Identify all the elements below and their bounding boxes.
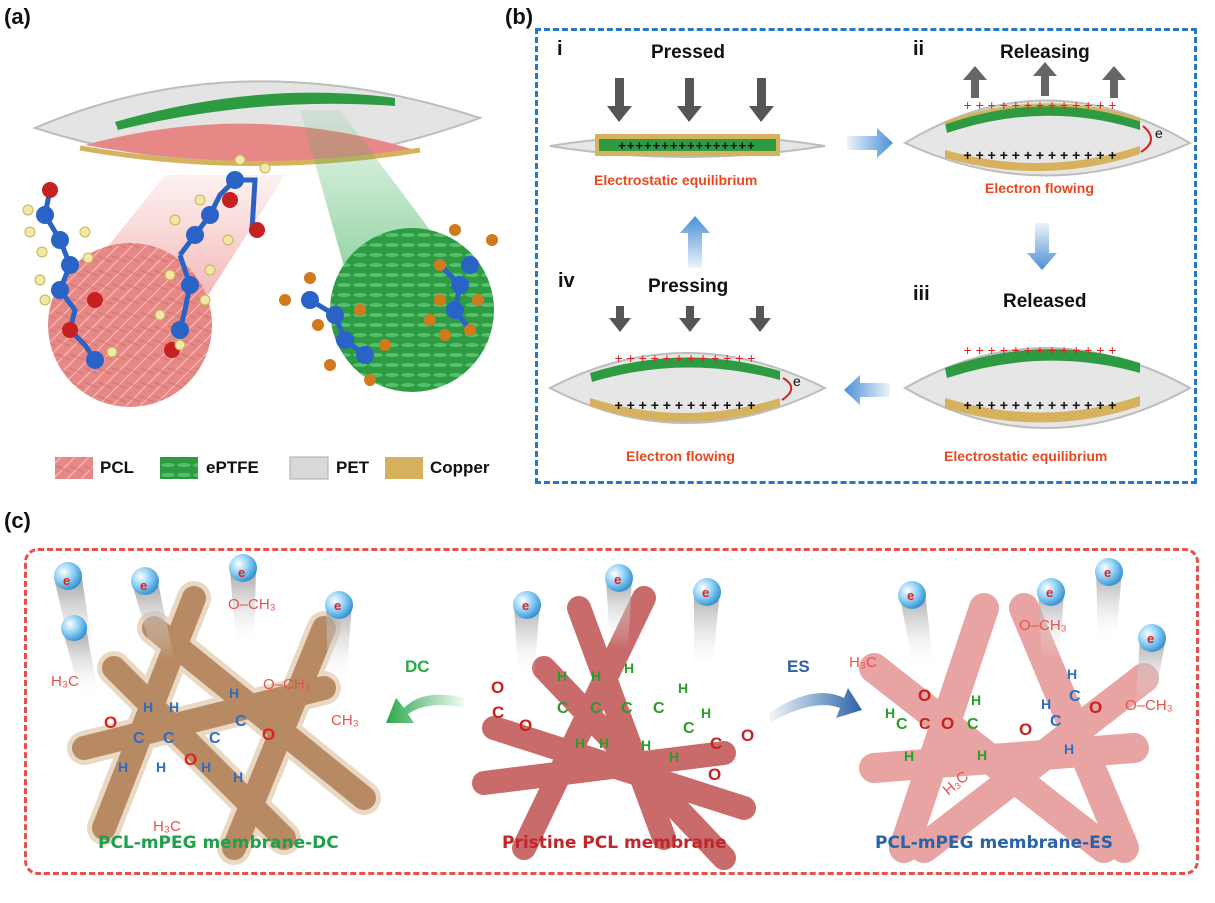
stage-iii-caption: Electrostatic equilibrium (944, 448, 1108, 464)
stage-i-title: Pressed (651, 42, 725, 63)
stage-i-caption: Electrostatic equilibrium (594, 172, 758, 188)
stage-iii-title: Released (1003, 291, 1087, 312)
ptfe-molecule (279, 224, 498, 386)
pcl-molecule (22, 154, 271, 369)
svg-text:+ + + + + + + + + + + + +: + + + + + + + + + + + + + (964, 397, 1117, 413)
stage-ii-roman: ii (913, 38, 925, 60)
stage-ii-title: Releasing (1000, 42, 1090, 63)
caption-pristine: Pristine PCL membrane (502, 833, 727, 853)
electron-balls (54, 554, 1166, 703)
legend-pet-text: PET (336, 458, 370, 477)
panel-a-illustration (22, 80, 498, 480)
svg-text:++++++++++++++++: ++++++++++++++++ (618, 138, 755, 153)
legend-pcl-swatch (55, 457, 93, 479)
svg-text:+ + + + + + + + + + + + +: + + + + + + + + + + + + + (964, 97, 1117, 113)
legend-eptfe-swatch (160, 457, 198, 479)
caption-es: PCL-mPEG membrane-ES (875, 833, 1114, 853)
stage-ii-electron-label: e (1155, 125, 1163, 141)
svg-text:+ + + + + + + + + + + + +: + + + + + + + + + + + + + (964, 147, 1117, 163)
es-fiber-bundle (859, 593, 1159, 863)
es-arrow (769, 688, 862, 723)
arrow-i-to-ii (847, 128, 893, 158)
panel-a-label: (a) (4, 4, 31, 29)
arrow-iv-to-i (680, 216, 710, 268)
legend-copper-swatch (385, 457, 423, 479)
legend-pet-swatch (289, 456, 329, 480)
stage-iv-title: Pressing (648, 276, 729, 297)
panel-c-illustration (54, 554, 1166, 870)
svg-text:+ + + + + + + + + + + + +: + + + + + + + + + + + + + (964, 342, 1117, 358)
panel-b-frame (535, 28, 1197, 484)
arrow-iii-to-iv (844, 375, 890, 405)
svg-text:+ + + + + + + + + + + +: + + + + + + + + + + + + (615, 397, 756, 413)
stage-ii-caption: Electron flowing (985, 180, 1094, 196)
panel-b-label: (b) (505, 4, 534, 29)
stage-i-roman: i (557, 38, 563, 60)
panel-c-label: (c) (4, 508, 31, 533)
dc-label: DC (405, 657, 430, 676)
stage-iv-roman: iv (558, 270, 575, 292)
panel-b-illustration: ++++++++++++++++ + + + + + + + + + + + +… (547, 62, 1193, 429)
dc-arrow (386, 694, 464, 723)
legend-copper-text: Copper (430, 458, 490, 477)
stage-iv-device: + + + + + + + + + + + + + + + + + + + + … (547, 306, 828, 424)
stage-ii-device: + + + + + + + + + + + + + + + + + + + + … (902, 62, 1193, 177)
copper-layer (79, 145, 421, 167)
stage-iii-roman: iii (913, 283, 930, 305)
legend-eptfe-text: ePTFE (206, 458, 259, 477)
panel-c-frame (24, 548, 1199, 875)
dc-fiber-bundle (67, 581, 381, 865)
caption-dc: PCL-mPEG membrane-DC (98, 833, 339, 853)
stage-iii-device: + + + + + + + + + + + + + + + + + + + + … (902, 342, 1193, 429)
arrow-ii-to-iii (1027, 223, 1057, 270)
legend-pcl-text: PCL (100, 458, 134, 477)
stage-iv-electron-label: e (793, 373, 801, 389)
stage-i-device: ++++++++++++++++ (549, 78, 826, 158)
es-label: ES (787, 657, 810, 676)
stage-iv-caption: Electron flowing (626, 448, 735, 464)
svg-text:+ + + + + + + + + + + +: + + + + + + + + + + + + (615, 350, 756, 366)
eptfe-layer (115, 92, 395, 130)
